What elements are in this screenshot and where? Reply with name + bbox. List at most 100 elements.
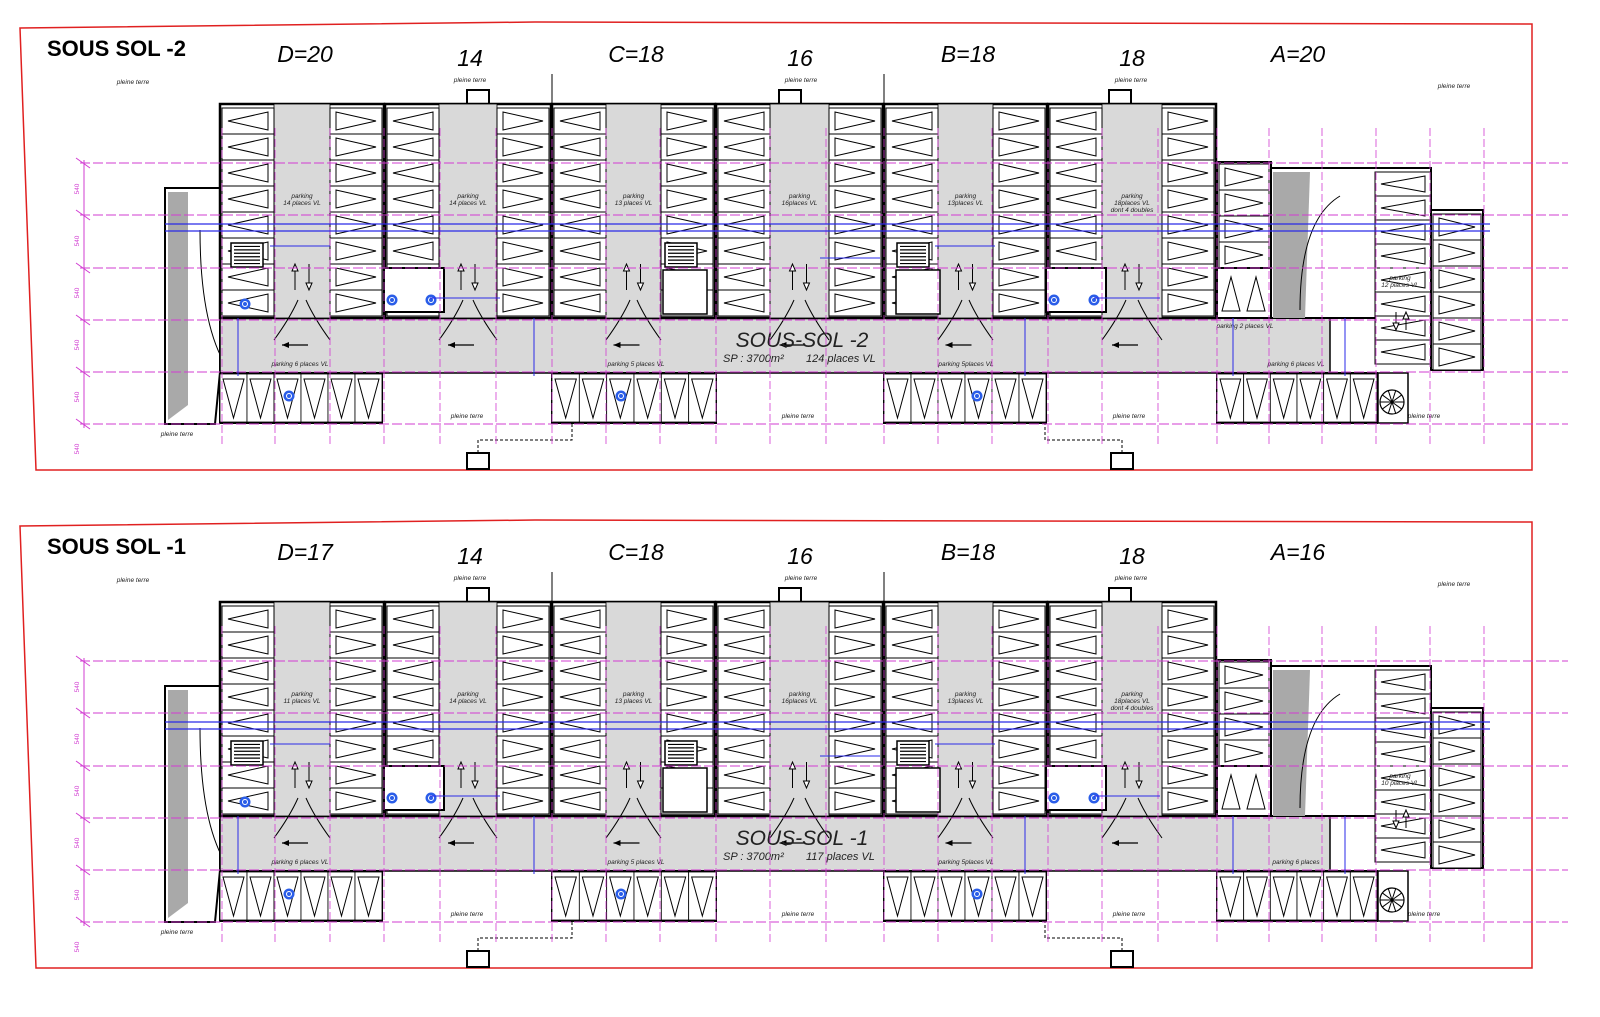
- parking-stall-wedge: [581, 876, 605, 918]
- parking-stall-wedge: [392, 137, 434, 157]
- parking-stall-wedge: [335, 163, 377, 183]
- arrow-head: [448, 840, 455, 846]
- parking-stall-wedge: [335, 215, 377, 235]
- module-label: 12 places VL: [1381, 282, 1419, 289]
- parking-stall-wedge: [691, 876, 714, 918]
- parking-stall-wedge: [1438, 269, 1476, 289]
- ramp-fill: [168, 192, 188, 420]
- spiral-step: [1387, 390, 1393, 403]
- module-label: 11 places VL: [283, 698, 320, 705]
- parking-stall-wedge: [1380, 247, 1426, 265]
- parking-stall-wedge: [1021, 876, 1044, 918]
- aisle-label: parking 6 places VL: [270, 859, 328, 866]
- turn-curve: [273, 797, 299, 839]
- vent-shaft: [466, 452, 490, 470]
- module-label: 13 places VL: [615, 200, 653, 207]
- parking-stall-wedge: [998, 791, 1040, 811]
- parking-stall-wedge: [502, 137, 544, 157]
- turn-curve: [305, 797, 331, 839]
- module-aisle: [937, 601, 994, 817]
- accessible-icon: [1048, 294, 1060, 306]
- parking-stall-wedge: [1438, 819, 1476, 839]
- arrow-head: [613, 342, 621, 348]
- total-places-text: 124 places VL: [806, 353, 876, 365]
- parking-stall-wedge: [998, 609, 1040, 629]
- turn-curve: [804, 797, 830, 839]
- parking-stall-wedge: [335, 267, 377, 287]
- parking-stall-wedge: [1167, 609, 1209, 629]
- parking-stall-wedge: [666, 163, 708, 183]
- arrow-head: [968, 282, 977, 292]
- stall: [327, 871, 356, 921]
- parking-stall-wedge: [723, 241, 765, 261]
- turn-curve: [968, 299, 994, 341]
- parking-stall-wedge: [559, 609, 601, 629]
- surface-text: SP : 3700m²: [723, 353, 784, 365]
- parking-stall-wedge: [227, 215, 269, 235]
- module-label: 13places VL: [948, 698, 984, 705]
- turn-curve: [968, 797, 994, 839]
- grid-tick: [75, 157, 91, 169]
- parking-stall-wedge: [1438, 243, 1476, 263]
- parking-stall-wedge: [1055, 739, 1097, 759]
- parking-stall-wedge: [1246, 378, 1268, 420]
- parking-stall-wedge: [1055, 241, 1097, 261]
- accessible-icon-mark: [389, 297, 395, 303]
- pleine-terre-label: pleine terre: [1437, 83, 1471, 90]
- parking-stall-wedge: [1326, 378, 1348, 420]
- accessible-icon-mark: [618, 393, 624, 399]
- stall: [300, 373, 329, 423]
- parking-stall-wedge: [559, 267, 601, 287]
- bottom-stall-group: [1216, 372, 1378, 424]
- ramp-fill: [1273, 670, 1310, 816]
- level-label: SOUS-SOL -2: [736, 329, 869, 352]
- parking-stall-wedge: [886, 378, 909, 420]
- pleine-terre-label: pleine terre: [1407, 911, 1441, 918]
- parking-stall-wedge: [1055, 111, 1097, 131]
- arrow-head: [1112, 840, 1119, 846]
- grid-tick: [75, 864, 91, 876]
- module-aisle: [438, 103, 498, 319]
- turn-curve: [1101, 797, 1127, 839]
- module-label: 14 places VL: [283, 200, 321, 207]
- parking-stall-wedge: [998, 267, 1040, 287]
- parking-stall-wedge: [940, 876, 963, 918]
- parking-stall-wedge: [913, 378, 936, 420]
- module-label: parking: [954, 691, 977, 698]
- parking-stall-wedge: [1272, 876, 1295, 918]
- parking-stall-wedge: [559, 739, 601, 759]
- parking-stall-wedge: [663, 378, 687, 420]
- parking-stall-wedge: [502, 791, 544, 811]
- module-aisle: [937, 103, 994, 319]
- module-label: parking: [788, 691, 811, 698]
- module-aisle: [769, 601, 830, 817]
- parking-stall-wedge: [1380, 793, 1426, 811]
- parking-stall-wedge: [559, 241, 601, 261]
- parking-stall-wedge: [581, 378, 605, 420]
- module-aisle: [605, 103, 662, 319]
- parking-stall-wedge: [1380, 745, 1426, 763]
- storage-room: [662, 269, 708, 315]
- module-label: parking: [622, 193, 645, 200]
- parking-stall-wedge: [1380, 271, 1426, 289]
- dimension-label: 540: [74, 681, 81, 692]
- stall: [1018, 373, 1047, 423]
- stall: [246, 373, 275, 423]
- dimension-label: 540: [74, 235, 81, 246]
- parking-stall-wedge: [666, 137, 708, 157]
- turn-curve: [636, 797, 662, 839]
- parking-stall-wedge: [1167, 635, 1209, 655]
- bottom-stall-group: [1216, 870, 1378, 922]
- arrow-head: [471, 282, 479, 292]
- parking-stall-wedge: [1438, 793, 1476, 813]
- parking-stall-wedge: [559, 791, 601, 811]
- pleine-terre-label: pleine terre: [784, 77, 818, 84]
- stall: [606, 871, 635, 921]
- parking-stall-wedge: [891, 713, 933, 733]
- parking-stall-wedge: [357, 378, 380, 420]
- pleine-terre-label: pleine terre: [453, 77, 487, 84]
- parking-stall-wedge: [335, 293, 377, 313]
- module-label: parking: [1120, 691, 1143, 698]
